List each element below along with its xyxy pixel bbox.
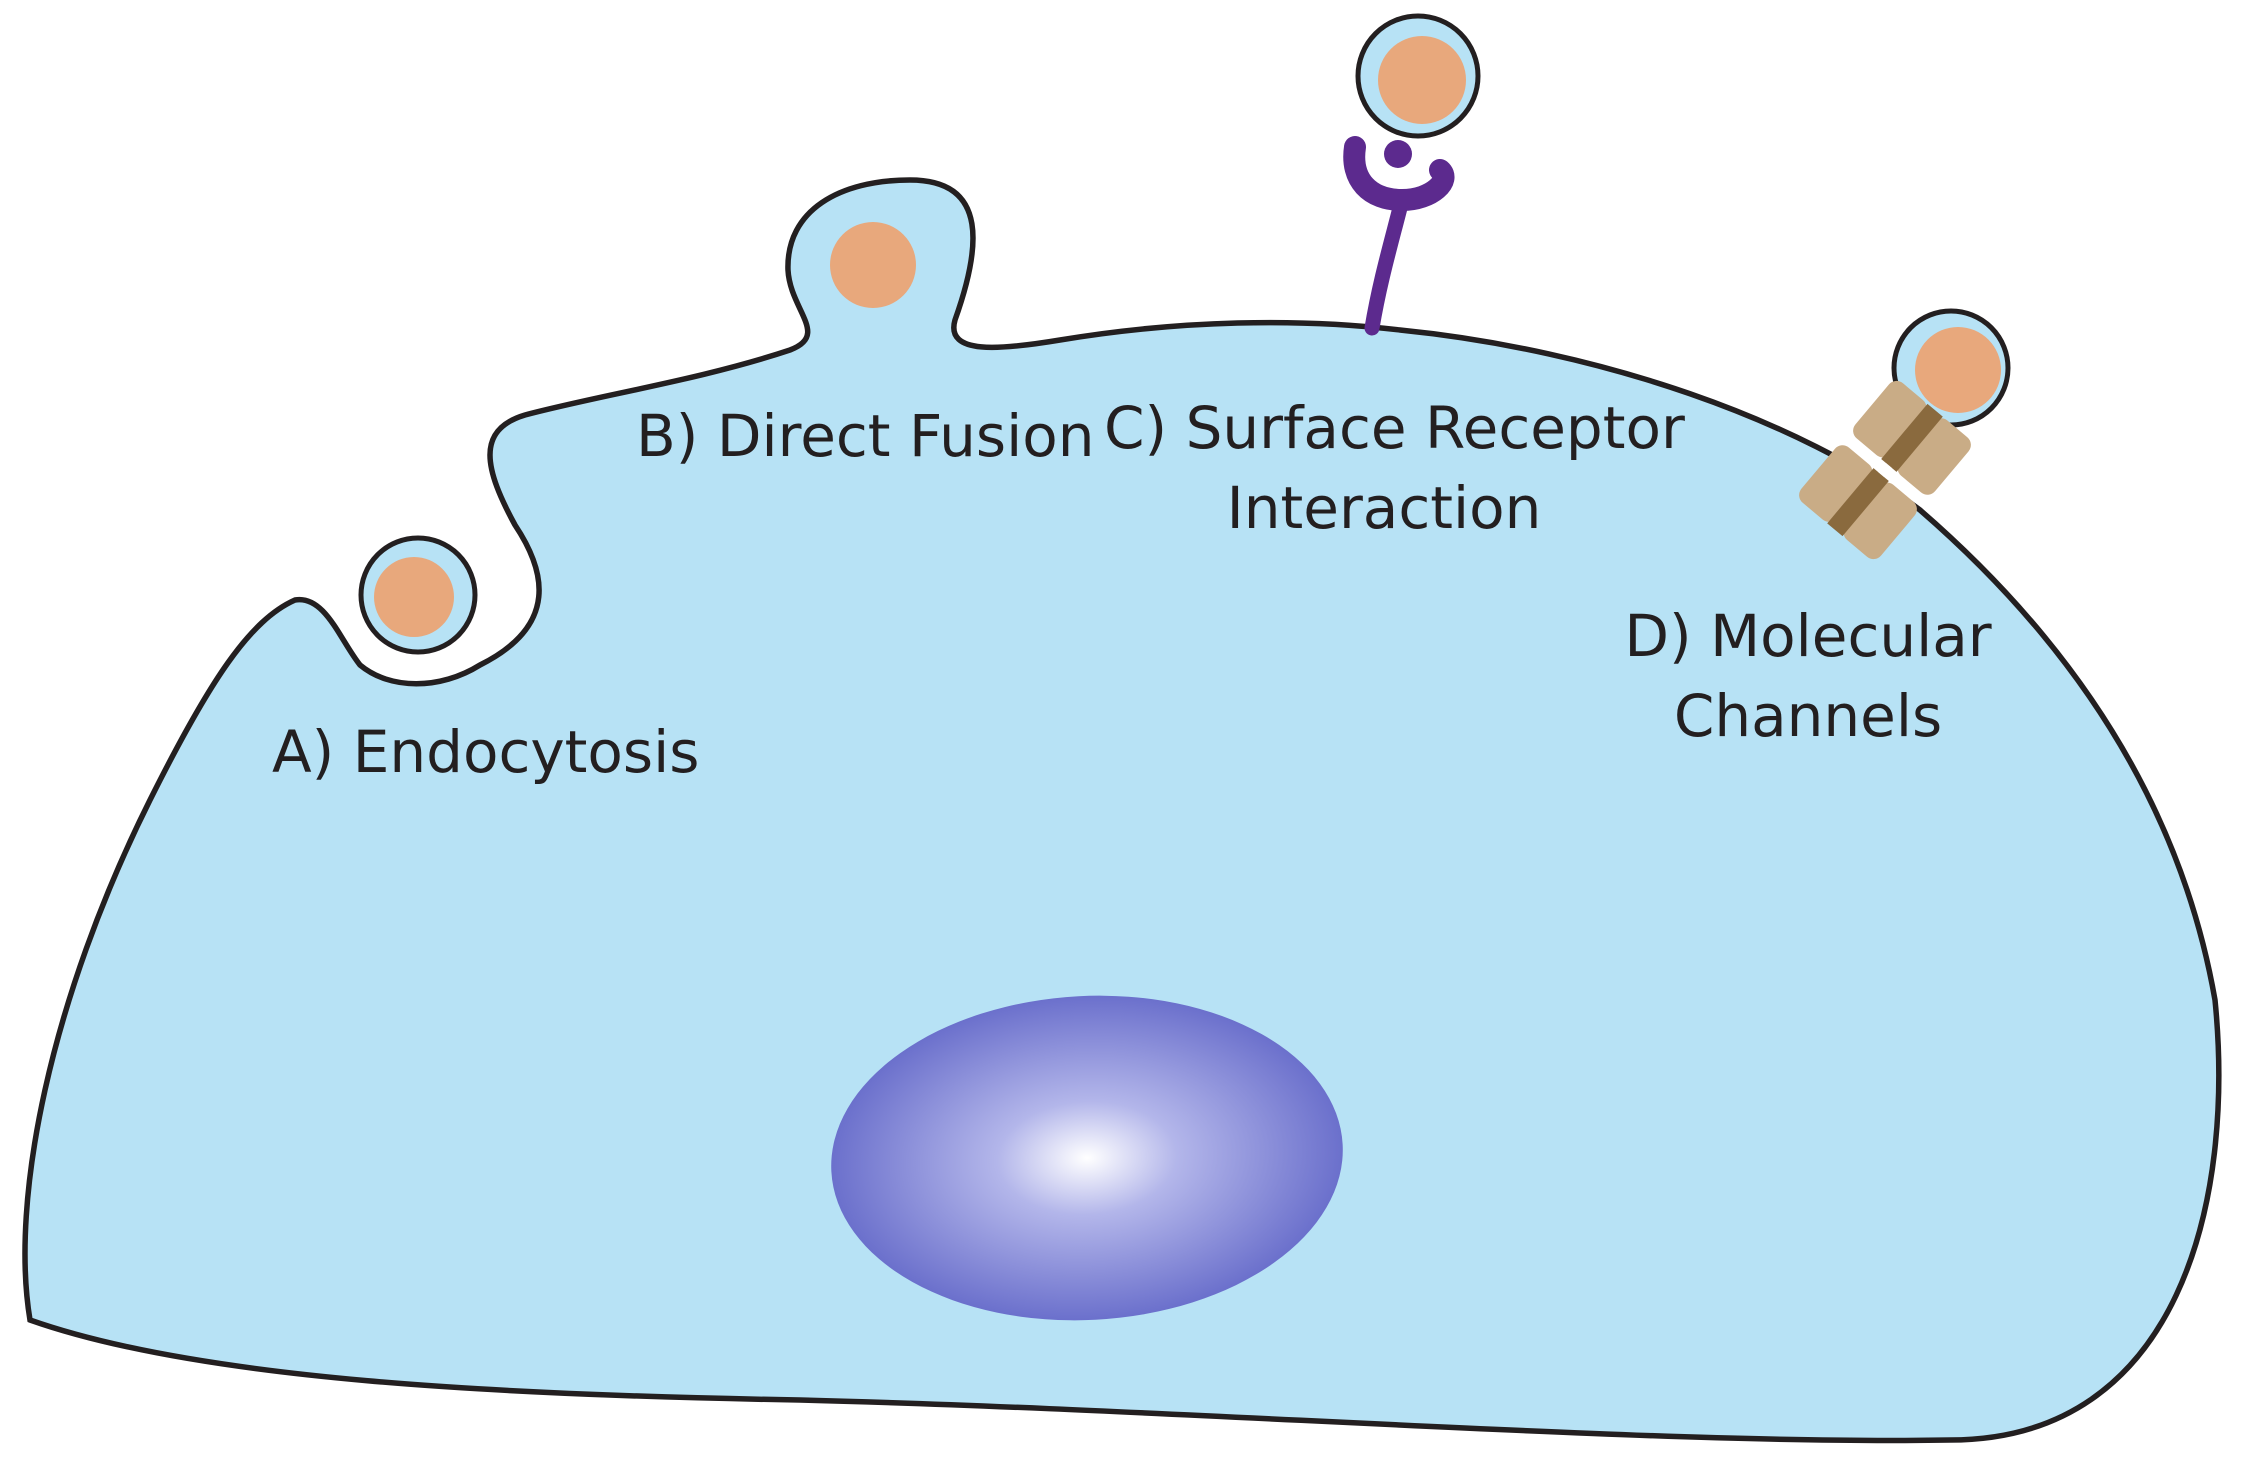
endocytosis-vesicle bbox=[358, 535, 478, 655]
surface-receptor bbox=[1343, 136, 1455, 336]
receptor-bound-vesicle bbox=[1355, 13, 1481, 139]
label-surface-receptor-line2: Interaction bbox=[1226, 474, 1542, 542]
cell-membrane bbox=[22, 177, 2222, 1444]
channel-cargo bbox=[1915, 327, 2001, 413]
label-endocytosis-text: A) Endocytosis bbox=[272, 718, 700, 786]
nucleus bbox=[831, 995, 1343, 1321]
label-direct-fusion: B) Direct Fusion bbox=[636, 396, 1094, 476]
molecular-channel bbox=[1799, 380, 1971, 560]
direct-fusion-cargo bbox=[830, 222, 916, 308]
label-molecular-channels-line1: D) Molecular bbox=[1624, 602, 1992, 670]
label-endocytosis: A) Endocytosis bbox=[272, 712, 699, 792]
receptor-cargo bbox=[1378, 36, 1466, 124]
label-surface-receptor-line1: C) Surface Receptor bbox=[1104, 394, 1685, 462]
endocytosis-cargo bbox=[374, 557, 454, 637]
label-direct-fusion-text: B) Direct Fusion bbox=[636, 402, 1095, 470]
label-molecular-channels: D) Molecular Channels bbox=[1618, 596, 1998, 756]
label-surface-receptor-interaction: C) Surface Receptor Interaction bbox=[1104, 388, 1685, 548]
label-molecular-channels-line2: Channels bbox=[1673, 682, 1943, 750]
